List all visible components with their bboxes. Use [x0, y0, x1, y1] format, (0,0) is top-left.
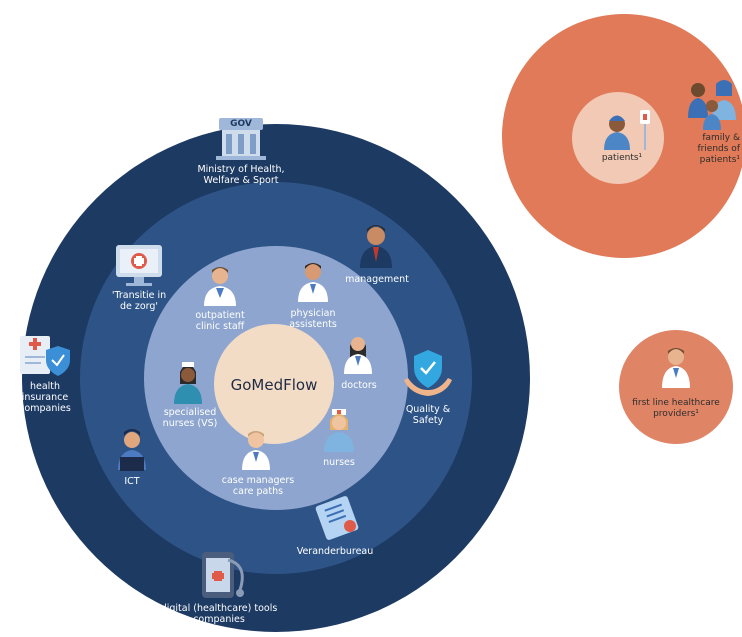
- monitor-icon: [116, 245, 162, 286]
- digital-tools-label: digital (healthcare) tools companies: [160, 603, 278, 625]
- first-line-label: first line healthcare providers¹: [632, 398, 720, 419]
- ict-label: ICT: [124, 476, 140, 487]
- outpatient-label: outpatient clinic staff: [195, 310, 245, 332]
- case-manager-icon: [242, 431, 270, 470]
- quality-safety-label: Quality & Safety: [405, 404, 451, 426]
- doctors-label: doctors: [341, 380, 377, 391]
- female-doctor-icon: [344, 337, 372, 374]
- physician-assistants-label: physician assistents: [289, 308, 337, 330]
- nurse-icon: [324, 409, 354, 452]
- core-circle: [214, 324, 334, 444]
- manager-person-icon: [360, 225, 392, 268]
- government-building-icon: [216, 118, 266, 160]
- nurses-label: nurses: [323, 457, 355, 468]
- quality-shield-icon: [404, 350, 452, 396]
- specialised-nurses-label: specialised nurses (VS): [162, 407, 218, 429]
- ministry-label: Ministry of Health, Welfare & Sport: [197, 164, 285, 186]
- outpatient-doctor-icon: [204, 267, 236, 306]
- patient-icon: [604, 110, 650, 150]
- specialised-nurse-icon: [174, 362, 202, 404]
- physician-assistant-icon: [298, 263, 328, 302]
- family-label: family & friends of patients¹: [697, 133, 740, 165]
- veranderbureau-label: Veranderbureau: [296, 546, 374, 557]
- health-insurance-label: health insurance companies: [19, 381, 71, 414]
- insurance-document-icon: [20, 336, 70, 376]
- gov-badge: GOV: [230, 119, 252, 129]
- core-title: GoMedFlow: [230, 376, 318, 394]
- clipboard-icon: [315, 496, 359, 540]
- ict-person-icon: [118, 429, 146, 471]
- digital-tablet-icon: [202, 552, 244, 598]
- first-line-doctor-icon: [662, 348, 690, 388]
- case-managers-label: case managers care paths: [221, 475, 295, 497]
- patients-label: patients¹: [601, 153, 643, 163]
- family-icon: [688, 80, 736, 130]
- transitie-label: 'Transitie in de zorg': [111, 290, 167, 312]
- management-label: management: [345, 274, 409, 285]
